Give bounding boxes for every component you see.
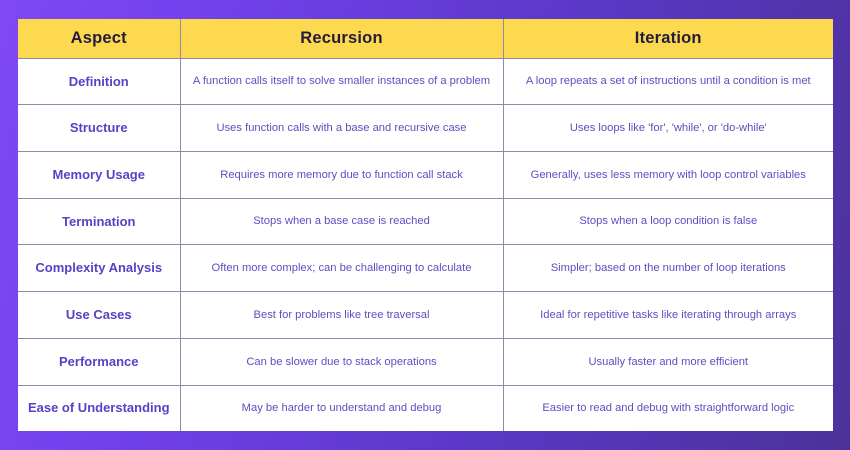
aspect-label: Ease of Understanding <box>18 384 181 431</box>
table-row: Complexity Analysis Often more complex; … <box>18 244 833 292</box>
iteration-value: Easier to read and debug with straightfo… <box>503 384 833 431</box>
column-header-recursion: Recursion <box>180 19 504 59</box>
recursion-value: Uses function calls with a base and recu… <box>180 104 504 152</box>
table-row: Structure Uses function calls with a bas… <box>18 104 833 152</box>
iteration-value: Simpler; based on the number of loop ite… <box>503 244 833 292</box>
aspect-label: Memory Usage <box>18 150 181 199</box>
table-row: Memory Usage Requires more memory due to… <box>18 150 833 199</box>
recursion-vs-iteration-table: Aspect Recursion Iteration Definition A … <box>18 19 833 431</box>
recursion-value: A function calls itself to solve smaller… <box>180 58 504 105</box>
recursion-value: Requires more memory due to function cal… <box>180 150 504 199</box>
aspect-label: Definition <box>18 58 181 105</box>
recursion-value: Best for problems like tree traversal <box>180 291 504 339</box>
iteration-value: Usually faster and more efficient <box>503 337 833 386</box>
iteration-value: A loop repeats a set of instructions unt… <box>525 75 811 88</box>
column-header-iteration: Iteration <box>503 19 833 59</box>
table-body: Definition A function calls itself to so… <box>18 58 833 431</box>
table-row: Definition A function calls itself to so… <box>18 58 833 105</box>
iteration-value: Generally, uses less memory with loop co… <box>503 150 833 199</box>
header-row: Aspect Recursion Iteration <box>18 19 833 59</box>
table-row: Use Cases Best for problems like tree tr… <box>18 291 833 339</box>
table-row: Performance Can be slower due to stack o… <box>18 337 833 386</box>
iteration-value: Ideal for repetitive tasks like iteratin… <box>503 291 833 339</box>
column-header-aspect: Aspect <box>18 19 181 59</box>
aspect-label: Performance <box>18 337 181 386</box>
recursion-value: Stops when a base case is reached <box>180 197 504 245</box>
table-row: Ease of Understanding May be harder to u… <box>18 384 833 431</box>
aspect-label: Use Cases <box>18 291 181 339</box>
iteration-value: Uses loops like 'for', 'while', or 'do-w… <box>503 104 833 152</box>
recursion-value: May be harder to understand and debug <box>180 384 504 431</box>
aspect-label: Structure <box>18 104 181 152</box>
iteration-value: Stops when a loop condition is false <box>503 197 833 245</box>
recursion-value: Can be slower due to stack operations <box>180 337 504 386</box>
table-header: Aspect Recursion Iteration <box>18 19 833 59</box>
table-row: Termination Stops when a base case is re… <box>18 197 833 245</box>
recursion-value: Often more complex; can be challenging t… <box>180 244 504 292</box>
aspect-label: Complexity Analysis <box>18 244 181 292</box>
aspect-label: Termination <box>18 197 181 245</box>
